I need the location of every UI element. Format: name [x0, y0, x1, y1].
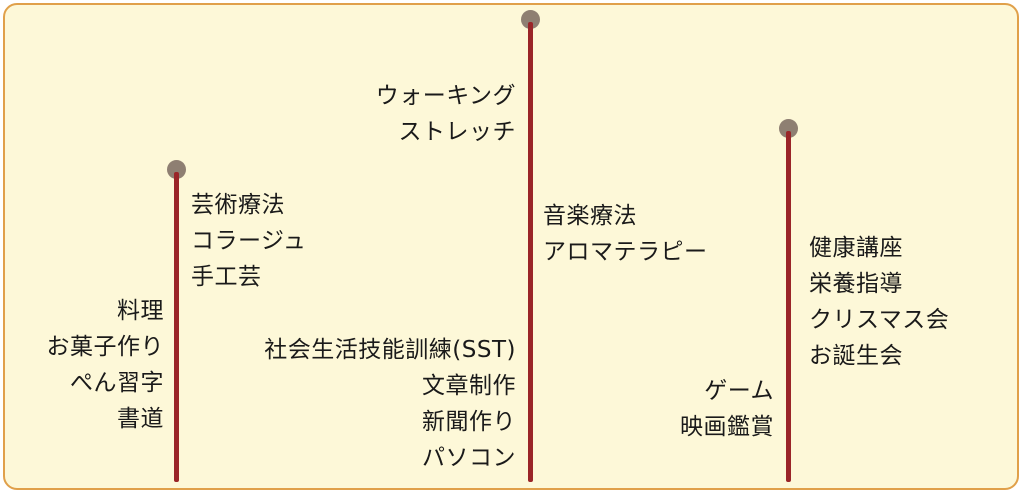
activity-label: 文章制作	[422, 373, 516, 399]
activity-label: 音楽療法	[543, 203, 637, 229]
pole-2-lower-group: 社会生活技能訓練(SST) 文章制作 新聞作り パソコン	[264, 332, 516, 476]
activity-label: ぺん習字	[70, 370, 164, 396]
activity-label: アロマテラピー	[543, 239, 708, 265]
activity-label: 新聞作り	[422, 409, 516, 435]
activity-label: クリスマス会	[809, 307, 950, 333]
activity-label: お誕生会	[809, 343, 903, 369]
pole-3-upper-group: 健康講座 栄養指導 クリスマス会 お誕生会	[809, 230, 949, 374]
activity-label: 映画鑑賞	[680, 414, 774, 440]
pole-2-upper-group: ウォーキング ストレッチ	[376, 78, 516, 150]
activity-label: コラージュ	[191, 228, 307, 254]
activity-label: 健康講座	[809, 235, 903, 261]
pole-3	[786, 131, 791, 482]
pole-3-knob-icon	[779, 119, 798, 138]
pole-2-knob-icon	[521, 10, 540, 29]
activity-label: ウォーキング	[375, 83, 516, 109]
activity-label: 手工芸	[191, 264, 262, 290]
pole-1-knob-icon	[167, 160, 186, 179]
activity-label: 栄養指導	[809, 271, 903, 297]
activity-label: 書道	[117, 406, 164, 432]
activity-label: 芸術療法	[191, 192, 285, 218]
activity-label: 社会生活技能訓練(SST)	[264, 337, 516, 363]
pole-1	[174, 172, 179, 482]
activity-label: ストレッチ	[398, 119, 516, 145]
activity-label: お菓子作り	[46, 334, 164, 360]
activities-panel	[3, 3, 1019, 490]
pole-1-upper-group: 芸術療法 コラージュ 手工芸	[191, 187, 306, 295]
activity-label: 料理	[117, 298, 164, 324]
activity-label: ゲーム	[704, 378, 774, 404]
pole-3-lower-group: ゲーム 映画鑑賞	[680, 373, 774, 445]
activity-label: パソコン	[422, 445, 516, 471]
pole-2	[528, 22, 533, 482]
pole-2-middle-group: 音楽療法 アロマテラピー	[543, 198, 708, 270]
pole-1-lower-group: 料理 お菓子作り ぺん習字 書道	[47, 293, 165, 437]
